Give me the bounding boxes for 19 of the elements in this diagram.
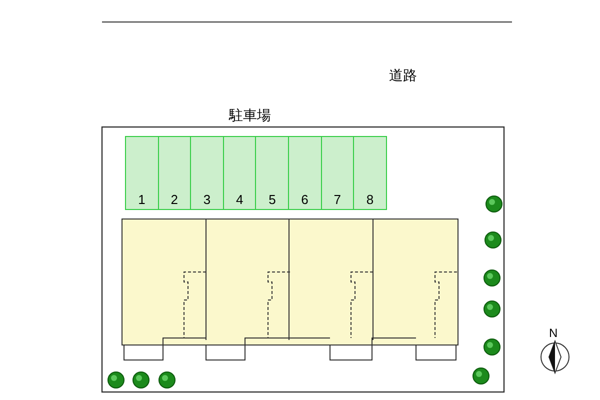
parking-space [320, 136, 354, 210]
parking-space [158, 136, 192, 210]
parking-space [288, 136, 322, 210]
space-number: 4 [236, 192, 244, 207]
parking-space [190, 136, 224, 210]
north-label: N [549, 326, 558, 340]
space-number: 7 [334, 192, 341, 207]
road-label: 道路 [389, 67, 417, 85]
parking-space [222, 136, 256, 210]
space-number: 8 [366, 192, 374, 207]
parking-space [125, 136, 159, 210]
space-number: 2 [170, 192, 178, 207]
space-number: 3 [203, 192, 211, 207]
parking-lot-label: 駐車場 [229, 107, 271, 125]
parking-space [353, 136, 387, 210]
parking-space [255, 136, 289, 210]
space-number: 6 [301, 192, 308, 207]
space-number: 5 [268, 192, 276, 207]
space-number: 1 [138, 192, 146, 207]
